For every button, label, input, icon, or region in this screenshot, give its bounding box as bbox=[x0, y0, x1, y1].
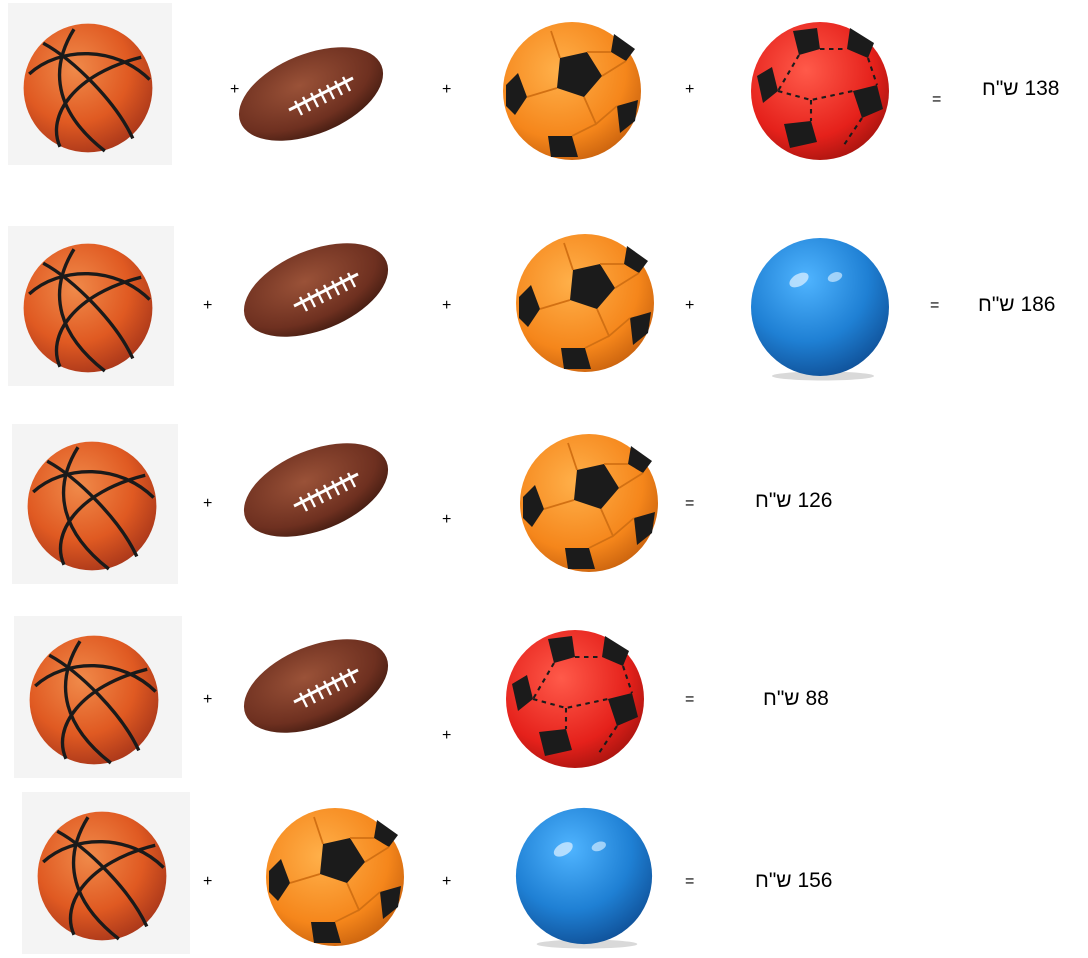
plus-sign: + bbox=[685, 81, 695, 98]
plus-sign: + bbox=[442, 511, 452, 528]
plus-sign: + bbox=[685, 297, 695, 314]
basketball-icon bbox=[32, 806, 172, 946]
plus-sign: + bbox=[203, 495, 213, 512]
equals-sign: = bbox=[685, 691, 695, 708]
blue-ball-icon bbox=[510, 800, 658, 952]
equals-sign: = bbox=[932, 91, 942, 108]
equals-sign: = bbox=[685, 873, 695, 890]
orange-soccer-ball-icon bbox=[514, 428, 664, 578]
price-label: 138 ש"ח bbox=[982, 77, 1060, 100]
plus-sign: + bbox=[203, 297, 213, 314]
equals-sign: = bbox=[685, 495, 695, 512]
plus-sign: + bbox=[442, 81, 452, 98]
orange-soccer-ball-icon bbox=[497, 16, 647, 166]
american-football-icon bbox=[236, 636, 396, 736]
orange-soccer-ball-icon bbox=[260, 802, 410, 952]
orange-soccer-ball-icon bbox=[510, 228, 660, 378]
plus-sign: + bbox=[203, 691, 213, 708]
red-soccer-ball-icon bbox=[745, 16, 895, 166]
equals-sign: = bbox=[930, 297, 940, 314]
price-label: 186 ש"ח bbox=[978, 293, 1056, 316]
plus-sign: + bbox=[442, 727, 452, 744]
american-football-icon bbox=[236, 240, 396, 340]
price-label: 156 ש"ח bbox=[755, 869, 833, 892]
plus-sign: + bbox=[230, 81, 240, 98]
price-label: 88 ש"ח bbox=[763, 687, 829, 710]
basketball-icon bbox=[22, 436, 162, 576]
basketball-icon bbox=[18, 18, 158, 158]
red-soccer-ball-icon bbox=[500, 624, 650, 774]
basketball-icon bbox=[24, 630, 164, 770]
plus-sign: + bbox=[442, 297, 452, 314]
basketball-icon bbox=[18, 238, 158, 378]
american-football-icon bbox=[230, 44, 392, 144]
plus-sign: + bbox=[442, 873, 452, 890]
american-football-icon bbox=[236, 440, 396, 540]
price-label: 126 ש"ח bbox=[755, 489, 833, 512]
blue-ball-icon bbox=[745, 232, 895, 382]
plus-sign: + bbox=[203, 873, 213, 890]
